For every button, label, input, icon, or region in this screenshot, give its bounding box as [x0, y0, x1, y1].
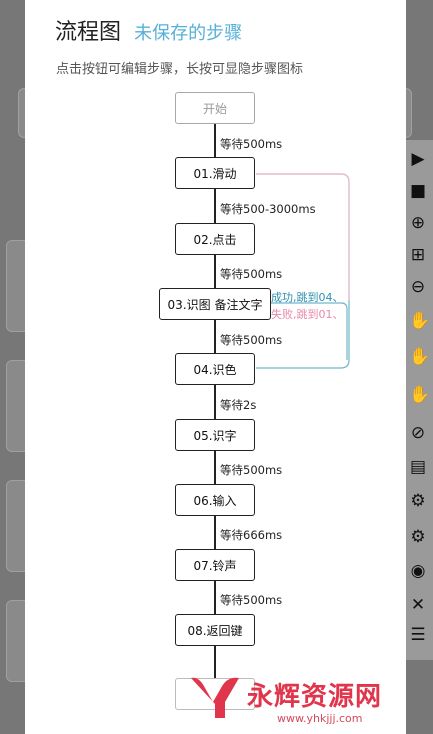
remove-icon[interactable]: ⊖	[410, 277, 426, 297]
branch-links	[256, 173, 350, 369]
watermark-url: www.yhkjjj.com	[277, 712, 363, 725]
hand-icon[interactable]: ✋	[409, 347, 431, 367]
step-node[interactable]: 01.滑动	[175, 157, 255, 189]
wait-label: 等待500ms	[220, 267, 283, 281]
settings-icon[interactable]: ⚙	[410, 491, 426, 511]
flow-connector	[214, 124, 216, 694]
start-node[interactable]: 开始	[175, 92, 255, 124]
hand-icon[interactable]: ✋	[409, 311, 431, 331]
branch-success-label: 成功,跳到04、	[271, 291, 344, 304]
success-link-upper	[271, 302, 348, 360]
step-node[interactable]: 02.点击	[175, 223, 255, 255]
wait-label: 等待500ms	[220, 137, 283, 151]
step-node[interactable]: 03.识图 备注文字	[159, 288, 271, 320]
step-node[interactable]: 06.输入	[175, 484, 255, 516]
list-icon[interactable]: ▤	[409, 457, 427, 477]
wait-label: 等待500-3000ms	[220, 202, 316, 216]
fail-link	[256, 173, 350, 300]
watermark: 永辉资源网 www.yhkjjj.com	[185, 670, 415, 734]
dialog-hint: 点击按钮可编辑步骤，长按可显隐步骤图标	[56, 62, 304, 77]
step-node[interactable]: 05.识字	[175, 419, 255, 451]
hand-icon[interactable]: ✋	[409, 385, 431, 405]
wait-label: 等待500ms	[220, 333, 283, 347]
close-icon[interactable]: ✕	[410, 595, 426, 615]
wait-label: 等待500ms	[220, 463, 283, 477]
camera-icon[interactable]: ■	[409, 181, 427, 201]
add-icon[interactable]: ⊕	[410, 213, 426, 233]
eye-icon[interactable]: ◉	[410, 561, 426, 581]
wait-label: 等待666ms	[220, 528, 283, 542]
dialog-title: 流程图	[55, 20, 122, 45]
wait-label: 等待500ms	[220, 593, 283, 607]
branch-fail-label: 失败,跳到01、	[271, 308, 344, 321]
collapse-icon[interactable]: ☰	[410, 625, 426, 645]
watermark-brand: 永辉资源网	[247, 682, 383, 712]
zoom-icon[interactable]: ⊘	[410, 423, 426, 443]
play-icon[interactable]: ▶	[411, 149, 425, 169]
settings-icon[interactable]: ⚙	[410, 527, 426, 547]
step-node[interactable]: 04.识色	[175, 353, 255, 385]
dialog-header: 流程图 未保存的步骤	[55, 14, 242, 46]
flowchart-dialog: 流程图 未保存的步骤 点击按钮可编辑步骤，长按可显隐步骤图标 开始 等待500m…	[25, 0, 406, 734]
add-copy-icon[interactable]: ⊞	[410, 245, 426, 265]
unsaved-status: 未保存的步骤	[134, 23, 243, 44]
step-node[interactable]: 07.铃声	[175, 549, 255, 581]
wait-label: 等待2s	[220, 398, 257, 412]
watermark-logo	[191, 677, 239, 718]
step-node[interactable]: 08.返回键	[175, 614, 255, 646]
side-rail: ▶ ■ ⊕ ⊞ ⊖ ✋ ✋ ✋ ⊘ ▤ ⚙ ⚙ ◉ ✕ ☰	[405, 140, 433, 660]
